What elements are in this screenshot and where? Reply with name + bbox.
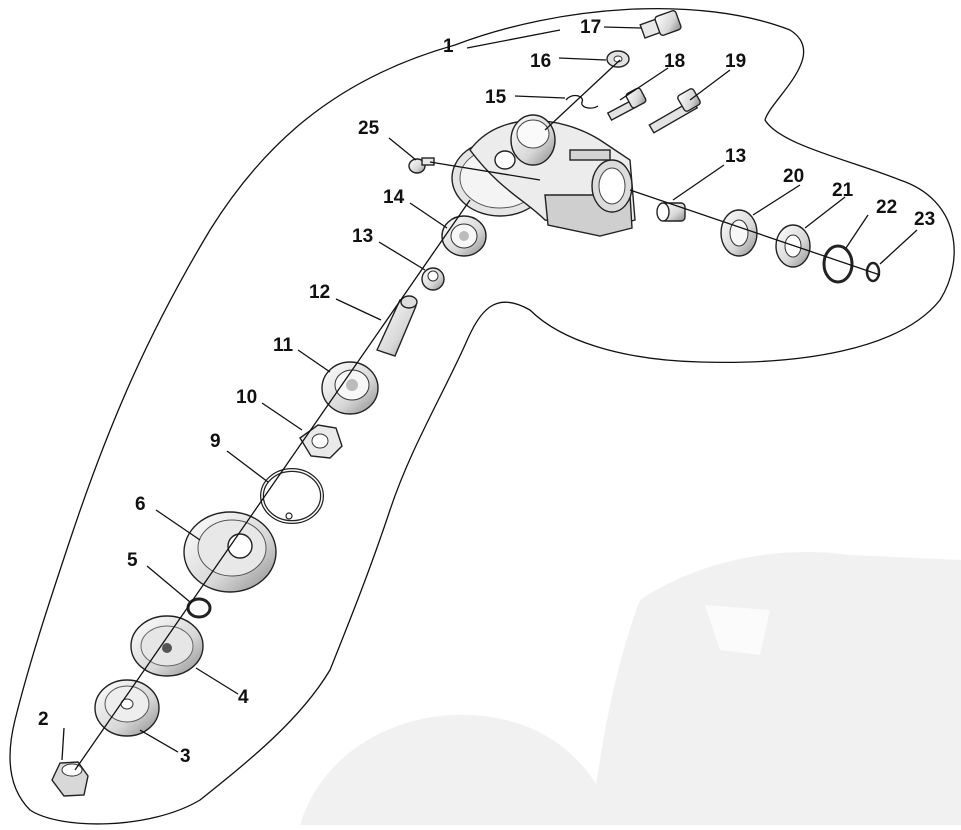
washer-16 (606, 50, 630, 68)
screw-17 (639, 9, 682, 39)
assembly-outline (9, 7, 955, 825)
callout-12: 12 (309, 282, 330, 303)
callout-14: 14 (383, 187, 405, 208)
callout-3: 3 (180, 746, 191, 767)
callout-22: 22 (876, 197, 897, 218)
callout-13-lower: 13 (352, 226, 373, 247)
disk-4 (130, 615, 204, 677)
screw-19 (648, 88, 701, 134)
circlip-22 (822, 244, 854, 284)
callout-13-right: 13 (725, 146, 746, 167)
lock-washer-10 (299, 424, 343, 459)
bushing-13-right (656, 202, 686, 222)
callout-11: 11 (273, 335, 294, 356)
callout-15: 15 (485, 87, 507, 108)
nut-2 (51, 761, 89, 797)
clip-15 (565, 94, 599, 109)
beaver-logo-watermark (300, 552, 961, 825)
callout-4: 4 (238, 687, 249, 708)
callout-17: 17 (580, 17, 601, 38)
bearing-14 (441, 215, 487, 257)
bearing-20 (720, 209, 758, 257)
callout-16: 16 (530, 51, 551, 72)
screw-25 (408, 157, 435, 174)
circlip-23 (865, 261, 881, 283)
callout-2: 2 (38, 709, 49, 730)
callout-leaders (61, 26, 918, 761)
callout-19: 19 (725, 51, 746, 72)
circlip-9 (260, 468, 324, 524)
cover-6 (183, 511, 277, 593)
screw-18 (606, 87, 647, 122)
callout-25: 25 (358, 118, 380, 139)
bushing-13-lower (421, 267, 445, 291)
callout-18: 18 (664, 51, 685, 72)
callout-5: 5 (127, 550, 138, 571)
callout-9: 9 (210, 431, 221, 452)
callout-labels: 1 2 3 4 5 6 9 10 11 12 13 14 25 15 16 17… (38, 17, 935, 767)
callout-10: 10 (236, 387, 257, 408)
bearing-11 (321, 361, 379, 415)
callout-21: 21 (832, 180, 854, 201)
callout-1: 1 (443, 36, 454, 57)
callout-23: 23 (914, 209, 935, 230)
assembly-axis-lines (74, 59, 881, 771)
callout-20: 20 (783, 166, 804, 187)
gear-head-housing (451, 114, 636, 237)
callout-6: 6 (135, 494, 146, 515)
pinion-shaft-12 (376, 295, 418, 357)
